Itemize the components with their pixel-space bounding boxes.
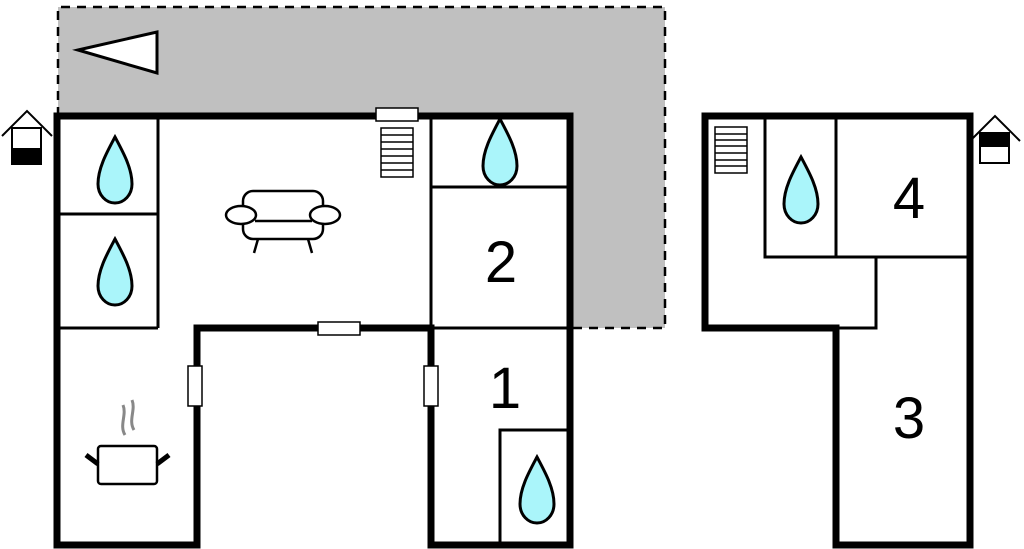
bathroom-icon xyxy=(782,155,820,225)
kitchen-pot-icon xyxy=(84,399,171,486)
upper-floor-partitions xyxy=(763,116,970,330)
bathroom-icon xyxy=(518,455,556,525)
sofa-icon xyxy=(224,189,342,254)
entrance-icon xyxy=(969,114,1021,164)
door-icon xyxy=(423,365,439,407)
door-icon xyxy=(317,321,361,336)
room-label-4: 4 xyxy=(893,166,925,231)
bathroom-icon xyxy=(96,237,134,307)
room-label-2: 2 xyxy=(485,230,517,295)
door-icon xyxy=(375,107,419,122)
bathroom-icon xyxy=(96,135,134,205)
bathroom-icon xyxy=(481,117,519,187)
door-icon xyxy=(187,365,203,407)
terrace-area xyxy=(56,5,667,330)
entrance-icon xyxy=(1,109,53,165)
stairs-icon xyxy=(380,127,414,178)
compass-arrow-icon xyxy=(72,30,159,75)
room-label-1: 1 xyxy=(489,356,521,421)
room-label-3: 3 xyxy=(893,386,925,451)
upper-floor-walls xyxy=(701,112,974,549)
stairs-icon xyxy=(714,126,748,174)
ground-floor-walls xyxy=(53,112,574,549)
ground-floor-partitions xyxy=(57,116,570,545)
